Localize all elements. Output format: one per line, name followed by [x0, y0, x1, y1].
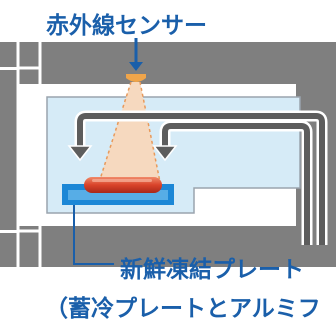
sensor-label: 赤外線センサー [46, 13, 207, 39]
food-item-icon [84, 177, 162, 193]
wall-separators [16, 42, 42, 267]
plate-leader-line [73, 205, 114, 265]
bottom-wall [18, 226, 336, 267]
sensor-cone-edge-right [139, 81, 163, 193]
sensor-cone [96, 82, 162, 192]
cabinet-walls [0, 42, 336, 267]
top-wall [18, 42, 336, 84]
left-wall-middle [0, 70, 18, 230]
plate-label: 新鮮凍結プレート [120, 257, 304, 283]
left-wall-lower [0, 233, 18, 267]
plate-detail-label: （蓄冷プレートとアルミフ [45, 296, 321, 322]
airflow-arrow-icon [67, 110, 328, 245]
infrared-sensor-icon [126, 38, 146, 82]
left-wall-upper [0, 42, 18, 67]
sensor-cone-edge-left [95, 81, 132, 193]
